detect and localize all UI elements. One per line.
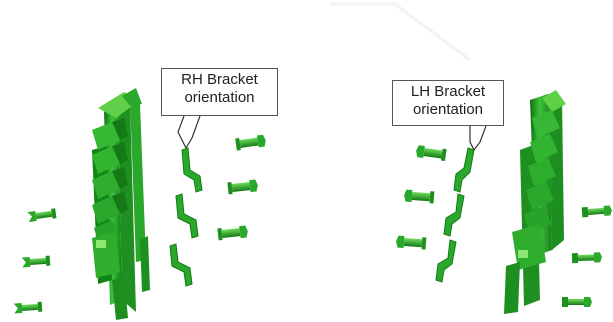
- rh-bracket-group: [169, 147, 203, 287]
- rh-pin-group-right: [217, 134, 266, 241]
- rh-rail-assembly: [92, 88, 150, 320]
- lh-bracket-group: [435, 147, 475, 283]
- rh-bracket-callout: RH Bracket orientation: [161, 68, 278, 116]
- lh-pin-group-right: [562, 205, 612, 307]
- lh-leader-line-2: [473, 125, 487, 151]
- lh-leader-line: [469, 126, 475, 151]
- rh-callout-line2: orientation: [184, 89, 255, 106]
- background-streak: [330, 2, 471, 62]
- rh-callout-line1: RH Bracket: [181, 71, 258, 88]
- lh-callout-line2: orientation: [412, 101, 484, 118]
- rh-leader-line: [177, 115, 187, 149]
- rh-pin-group-left: [13, 208, 57, 314]
- lh-callout-line1: LH Bracket: [410, 83, 486, 100]
- lh-bracket-callout: LH Bracket orientation: [392, 80, 504, 126]
- lh-rail-assembly: [504, 90, 566, 314]
- rh-leader-line-2: [185, 115, 201, 149]
- lh-pin-group-left: [396, 145, 447, 250]
